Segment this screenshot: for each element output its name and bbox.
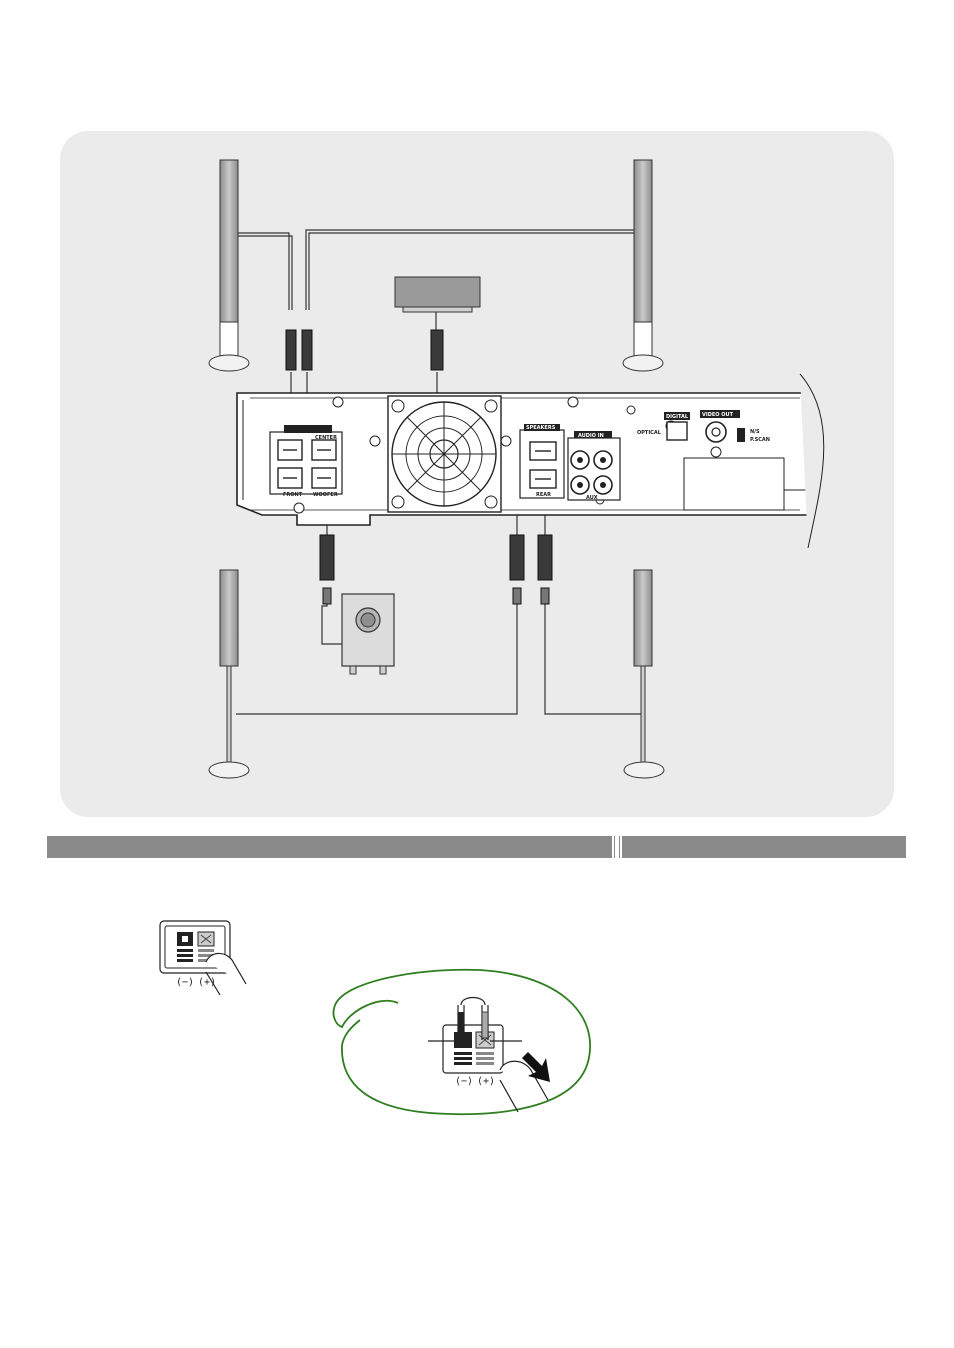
scan-switch [737, 428, 745, 442]
optical-label: OPTICAL [637, 430, 662, 436]
digital-in-label: DIGITAL IN [666, 414, 696, 420]
rear-right-speaker [624, 570, 664, 778]
front-right-speaker [623, 160, 663, 371]
center-speaker [395, 277, 480, 312]
zoom-plus-label: (+) [477, 1076, 495, 1087]
switch-bottom-label: P.SCAN [750, 437, 770, 443]
section-header-bar-right [622, 836, 906, 858]
front-speakers-label: SPEAKERS [290, 426, 320, 432]
terminal-illustration-zoom: (−) (+) [334, 970, 591, 1114]
subwoofer [342, 594, 394, 674]
cooling-fan [388, 396, 501, 512]
center-terminal-label: CENTER [315, 435, 337, 441]
rear-speakers-label: SPEAKERS [526, 425, 556, 431]
front-terminal-label: FRONT [283, 492, 303, 498]
aux-label: AUX [586, 495, 598, 501]
video-out-label: VIDEO OUT [702, 412, 734, 418]
section-header-bar-left [47, 836, 612, 858]
terminal-illustration-small: (−) (+) [160, 921, 246, 995]
woofer-terminal-label: WOOFER [313, 492, 338, 498]
zoom-minus-label: (−) [455, 1076, 473, 1087]
receiver-rear-panel [237, 374, 824, 548]
small-minus-label: (−) [176, 977, 194, 988]
optical-port [667, 422, 687, 440]
switch-top-label: N/S [750, 429, 760, 435]
audio-in-label: AUDIO IN [578, 433, 604, 439]
rear-terminal-label: REAR [536, 492, 551, 498]
small-plus-label: (+) [198, 977, 216, 988]
front-left-speaker [209, 160, 249, 371]
section-header-divider [614, 836, 620, 858]
rear-left-speaker [209, 570, 249, 778]
